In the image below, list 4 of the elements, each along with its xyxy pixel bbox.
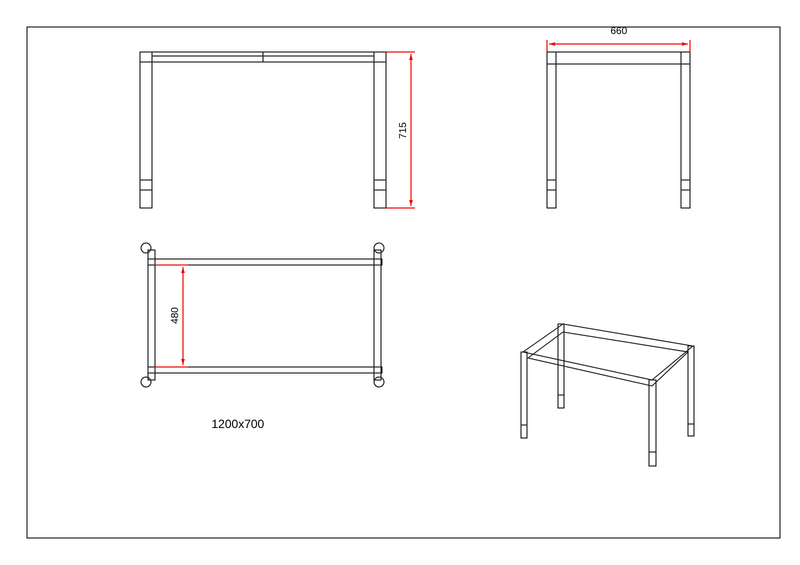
dimension-label: 660 [610,26,628,36]
size-label: 1200x700 [212,418,264,430]
dimension-label: 480 [169,306,180,324]
dimension-label: 715 [397,122,408,138]
